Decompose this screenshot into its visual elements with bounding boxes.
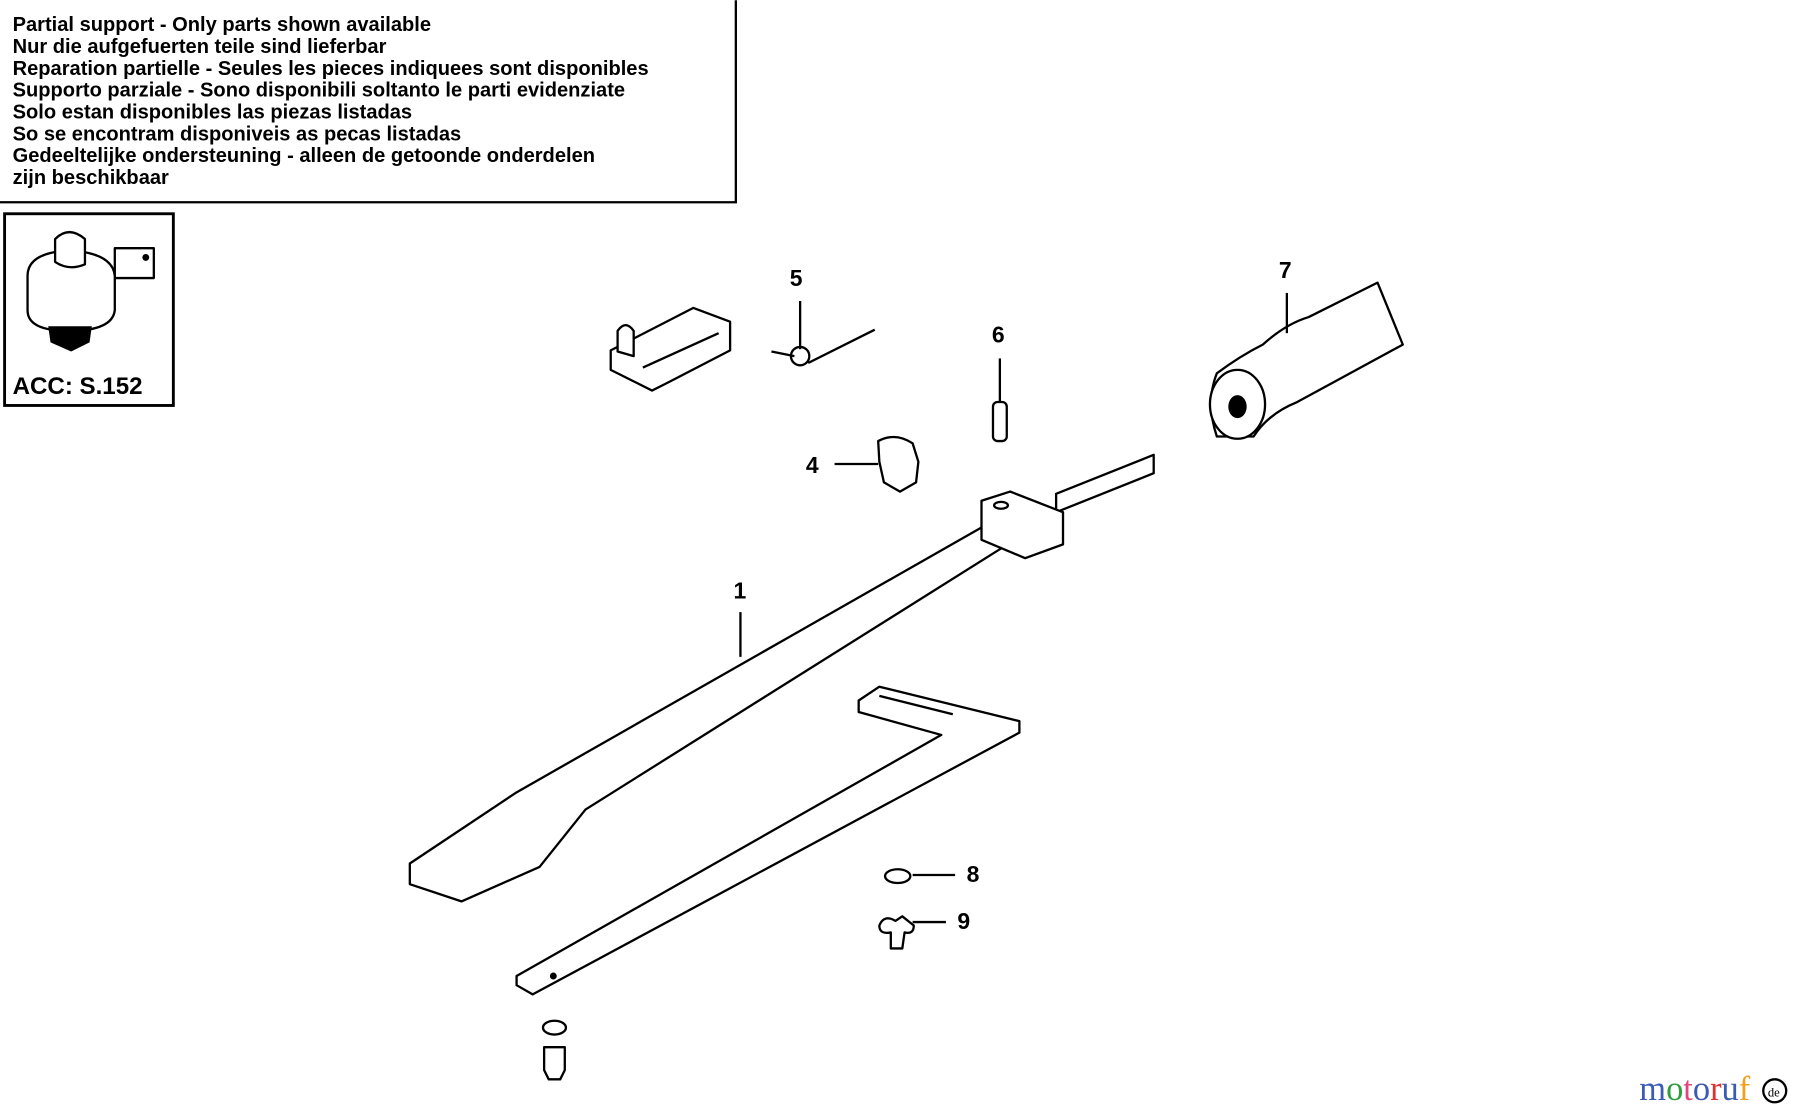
callout-6: 6: [992, 321, 1005, 347]
part-4-pawl: [877, 435, 920, 493]
watermark-letter: r: [1710, 1070, 1722, 1108]
watermark-letter: m: [1639, 1070, 1666, 1108]
notice-line: Reparation partielle - Seules les pieces…: [13, 58, 649, 80]
watermark-letter: o: [1693, 1070, 1710, 1108]
notice-box: Partial support - Only parts shown avail…: [0, 0, 737, 204]
notice-line: Partial support - Only parts shown avail…: [13, 14, 431, 36]
callout-1: 1: [734, 577, 747, 603]
part-8-washer: [883, 868, 912, 885]
bottom-washer: [541, 1019, 568, 1036]
notice-line: Gedeeltelijke ondersteuning - alleen de …: [13, 145, 595, 167]
accessory-label: ACC: S.152: [13, 373, 143, 400]
callout-8: 8: [967, 861, 980, 887]
watermark-letter: u: [1722, 1070, 1739, 1108]
motoruf-watermark: motoruf de: [1639, 1070, 1788, 1108]
part-6-pin: [991, 400, 1008, 443]
spring-part: [771, 328, 876, 367]
watermark-letter: o: [1666, 1070, 1683, 1108]
part-1-bar: [408, 453, 1155, 903]
notice-line: So se encontram disponiveis as pecas lis…: [13, 123, 462, 145]
bottom-bolt: [542, 1046, 566, 1081]
watermark-suffix: de: [1768, 1086, 1780, 1100]
ratchet-head-icon: [26, 230, 155, 352]
watermark-letter: t: [1683, 1070, 1693, 1108]
notice-line: zijn beschikbaar: [13, 167, 169, 189]
notice-line: Solo estan disponibles las piezas listad…: [13, 101, 412, 123]
watermark-letter: f: [1739, 1070, 1751, 1108]
notice-line: Supporto parziale - Sono disponibili sol…: [13, 80, 625, 102]
part-7-handle: [1208, 281, 1404, 440]
part-plate: [515, 685, 1021, 996]
leader-lines: [739, 292, 1289, 924]
notice-line: Nur die aufgefuerten teile sind lieferba…: [13, 36, 387, 58]
callout-9: 9: [957, 908, 970, 934]
callout-4: 4: [806, 452, 819, 478]
callout-7: 7: [1279, 257, 1292, 283]
accessory-box: ACC: S.152: [3, 212, 175, 407]
part-9-wingnut: [878, 915, 915, 950]
part-5-bracket: [609, 306, 876, 392]
watermark-text: motoruf: [1639, 1070, 1750, 1108]
callout-5: 5: [790, 265, 803, 291]
